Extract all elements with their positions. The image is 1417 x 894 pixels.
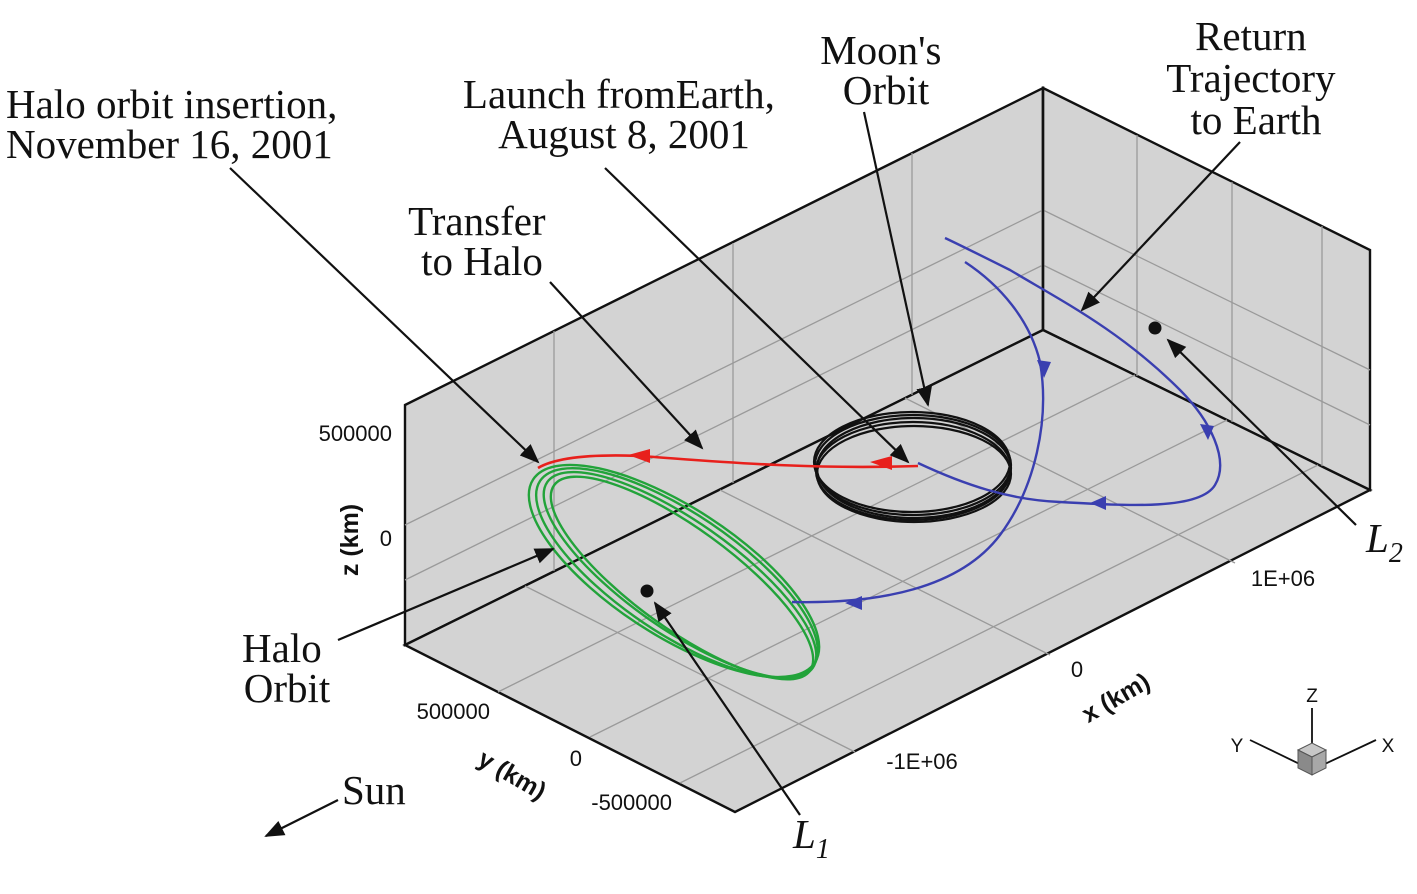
l2-point	[1148, 321, 1162, 335]
plot-box	[402, 86, 1373, 814]
l1-point	[640, 584, 654, 598]
triad-x-label: X	[1382, 736, 1395, 757]
l1-label: L1	[792, 811, 830, 865]
floor-grid	[497, 374, 1319, 784]
sun-label: Sun	[342, 767, 406, 813]
x-tick: 1E+06	[1251, 566, 1315, 591]
y-tick: 500000	[417, 699, 490, 724]
halo-orbit-label: Halo Orbit	[242, 625, 332, 711]
y-tick: 0	[570, 746, 582, 771]
triad-z-label: Z	[1306, 686, 1318, 707]
orientation-triad: Z Y X	[1231, 686, 1395, 776]
x-tick: -1E+06	[886, 749, 958, 774]
transfer-path	[537, 449, 919, 470]
leader-lines	[229, 111, 1357, 837]
launch-label: Launch fromEarth, August 8, 2001	[463, 71, 785, 157]
return-trajectory-label: Return Trajectory to Earth	[1166, 13, 1346, 143]
z-axis: 500000 0 z (km)	[319, 421, 392, 576]
z-tick: 0	[380, 526, 392, 551]
z-tick: 500000	[319, 421, 392, 446]
x-tick: 0	[1071, 657, 1083, 682]
return-path	[791, 236, 1222, 604]
return-path-arrows	[845, 360, 1214, 610]
halo-orbit-path	[527, 463, 821, 681]
y-axis-title: y (km)	[473, 745, 551, 806]
transfer-label: Transfer to Halo	[408, 198, 556, 284]
z-axis-title: z (km)	[336, 504, 364, 576]
triad-y-label: Y	[1231, 736, 1244, 757]
l2-label: L2	[1365, 515, 1403, 569]
halo-insertion-label: Halo orbit insertion, November 16, 2001	[6, 81, 348, 167]
y-tick: -500000	[591, 790, 672, 815]
back-wall-grid	[404, 153, 1044, 581]
x-axis-title: x (km)	[1077, 668, 1155, 729]
moon-orbit-label: Moon's Orbit	[820, 27, 952, 113]
